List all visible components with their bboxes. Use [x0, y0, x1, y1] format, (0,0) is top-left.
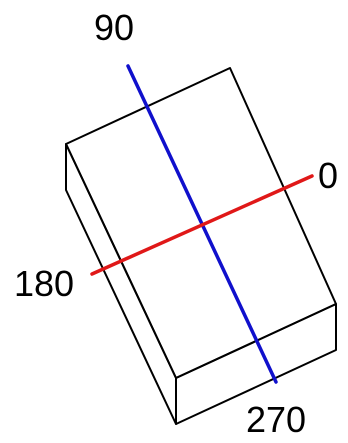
label-90: 90 — [94, 7, 134, 48]
label-0: 0 — [318, 155, 338, 196]
red-axis-0-180 — [90, 174, 314, 276]
label-270: 270 — [246, 399, 306, 440]
box-front-face — [175, 303, 337, 425]
box-left-face — [65, 143, 177, 425]
label-180: 180 — [14, 263, 74, 304]
box-3d — [65, 67, 337, 425]
